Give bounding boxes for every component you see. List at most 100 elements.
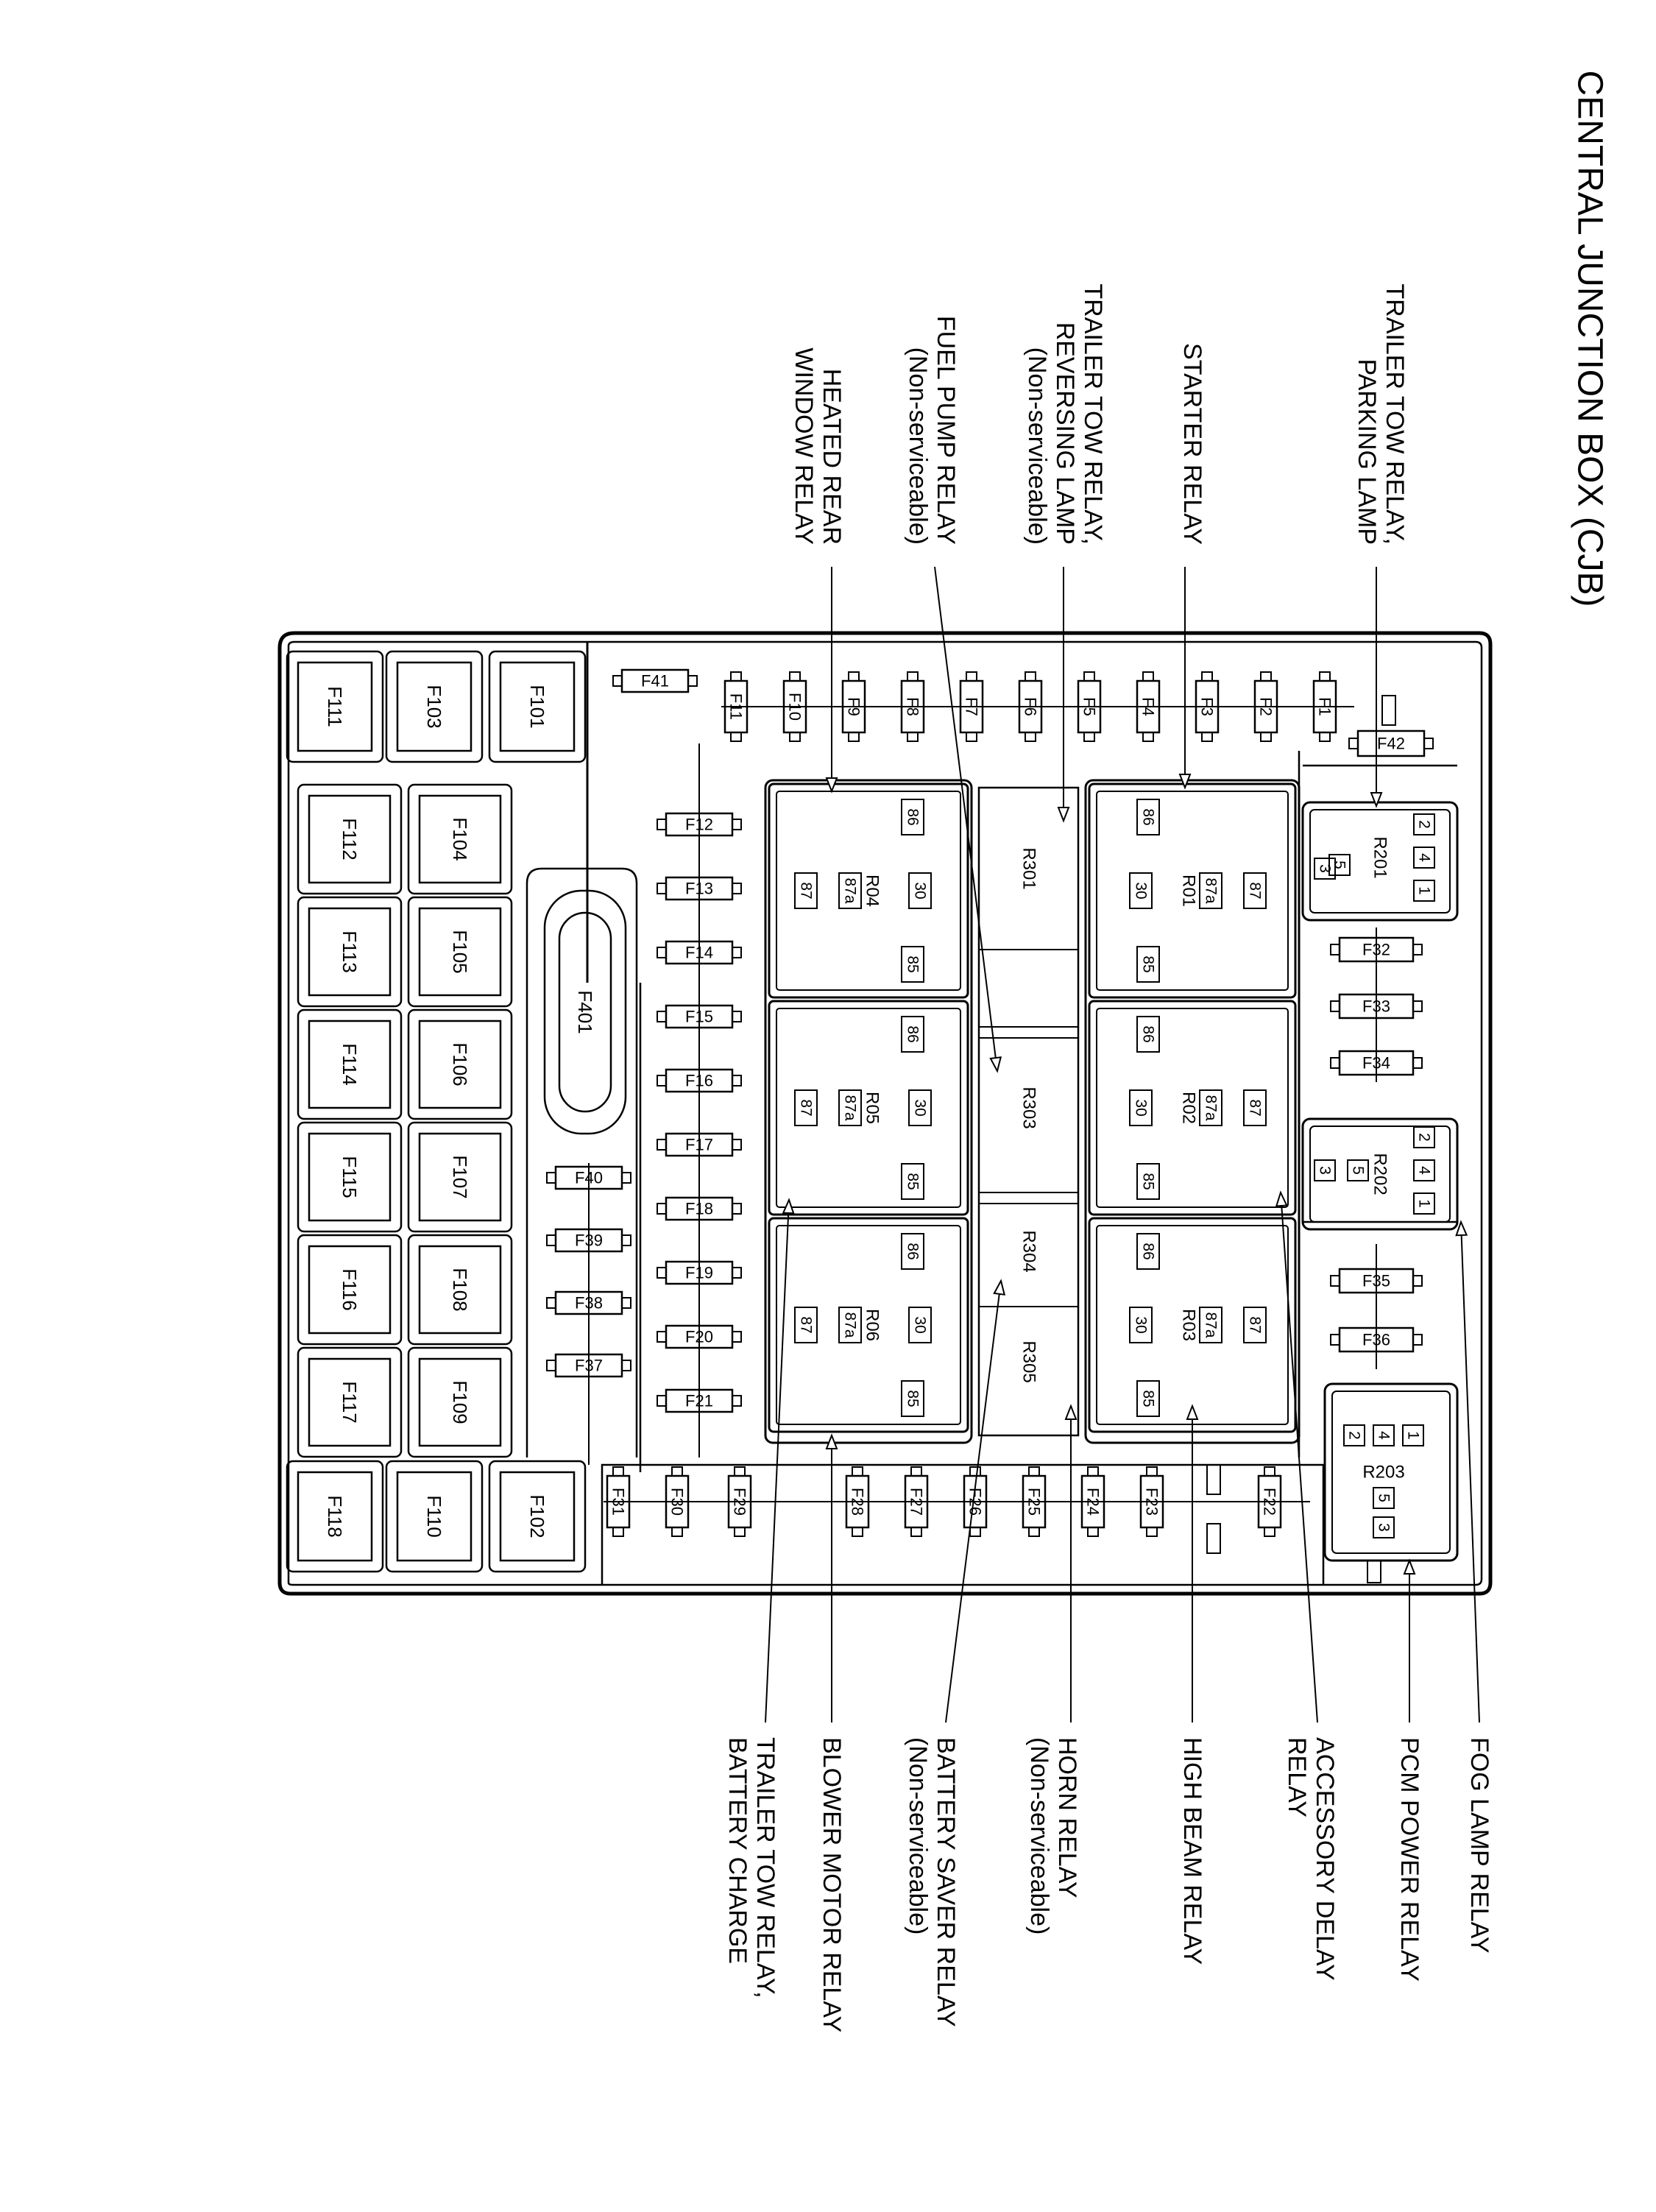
fuse-top-row-label: F4: [1139, 697, 1158, 716]
maxi-fuse: F102: [488, 1460, 587, 1573]
fuse-middle-column-pin: [657, 1139, 667, 1151]
mini-relay-body: [1331, 1391, 1451, 1554]
fuse-top-row-pin: [1142, 732, 1154, 742]
maxi-fuse-frame: [488, 650, 587, 763]
page-title: CENTRAL JUNCTION BOX (CJB): [1571, 71, 1610, 607]
maxi-fuse: F108: [407, 1234, 513, 1346]
maxi-fuse-frame: [407, 783, 513, 895]
maxi-fuse: F105: [407, 896, 513, 1008]
mini-relay-pin-label: 4: [1416, 1166, 1433, 1175]
relay-pin-box: [1129, 1089, 1153, 1126]
fuse-top-row-pin: [1201, 732, 1213, 742]
relay-pin-box: [901, 1380, 924, 1417]
fuse-middle-column-label: F13: [685, 880, 713, 898]
fuse-middle-column-label: F12: [685, 816, 713, 834]
fuse-right-upper-label: F34: [1362, 1054, 1390, 1073]
relay-pin-box: [1129, 1307, 1153, 1343]
callout-top-line: STARTER RELAY: [1178, 343, 1206, 545]
fuse-bottom-row: F23: [1139, 1466, 1164, 1537]
fuse-top-row: F6: [1018, 671, 1043, 742]
relay-pin-box: [1129, 872, 1153, 909]
fuse-right-upper-pin: [1330, 944, 1340, 955]
fuse-bottom-row-label: F23: [1143, 1488, 1161, 1516]
mega-fuse-body: [558, 911, 612, 1113]
fuse-top-row-pin: [907, 732, 919, 742]
fuse-top-row: F1: [1312, 671, 1337, 742]
callout-bottom-leader: [1460, 1221, 1480, 1723]
relay-pin-label: 86: [905, 1243, 921, 1259]
maxi-fuse: F107: [407, 1121, 513, 1233]
maxi-fuse-body: [308, 1132, 392, 1222]
callout-bottom-line: (Non-serviceable): [1025, 1737, 1053, 1934]
maxi-fuse-frame: [488, 1460, 587, 1573]
callout-top-line: TRAILER TOW RELAY,: [1381, 283, 1409, 545]
relay-pin-label: 85: [1140, 1173, 1157, 1190]
relay-pin-label: 86: [1140, 1243, 1157, 1259]
fuse-bottom-row-pin: [612, 1466, 624, 1477]
center-relay-label: R304: [1019, 1230, 1039, 1272]
fuse-f41-pin: [612, 675, 623, 687]
mini-relay-pin-label: 1: [1405, 1431, 1422, 1440]
callout-top-line: FUEL PUMP RELAY: [932, 316, 960, 545]
fuse-right-lower: F35: [1330, 1268, 1423, 1294]
relay-pin-label: 87: [798, 1099, 815, 1116]
maxi-fuse-body: [418, 1245, 502, 1335]
fuse-bottom-row-label: F22: [1261, 1488, 1279, 1516]
maxi-fuse-frame: [286, 1460, 384, 1573]
mini-relay-label: R202: [1370, 1153, 1390, 1195]
fuse-middle-column: F19: [657, 1260, 742, 1285]
relay-pin-box: [908, 1089, 932, 1126]
fuse-bottom-row-pin: [1087, 1466, 1099, 1477]
fuse-bottom-row-pin: [852, 1466, 863, 1477]
fuse-top-row: F3: [1195, 671, 1220, 742]
callout-bottom-leader: [1280, 1192, 1318, 1723]
callout-bottom-line: HORN RELAY: [1053, 1737, 1081, 1898]
relay-frame: [768, 1217, 969, 1433]
relay-frame: [1088, 1000, 1297, 1216]
f42-connector: [1381, 695, 1396, 726]
maxi-fuse-body: [418, 1020, 502, 1109]
callout-bottom-leader-arrowhead: [825, 1433, 838, 1449]
r203-connector: [1367, 1560, 1381, 1583]
callout-bottom-leader-arrowhead: [1064, 1404, 1078, 1420]
relay-pin-label: 87a: [842, 1095, 859, 1120]
fuse-right-upper-pin: [1412, 1057, 1423, 1069]
mini-relay-body: [1309, 1126, 1451, 1223]
callout-bottom-leader: [765, 1199, 790, 1723]
callout-bottom-line: BATTERY CHARGE: [723, 1737, 751, 1964]
maxi-fuse-label: F105: [449, 930, 471, 973]
mini-relay-pin-label: 2: [1346, 1431, 1363, 1440]
relay-pin-label: 85: [1140, 955, 1157, 972]
maxi-fuse-frame: [297, 896, 403, 1008]
mini-relay-pin-label: 1: [1416, 886, 1433, 895]
callout-top: STARTER RELAY: [1178, 343, 1206, 545]
callout-top-line: PARKING LAMP: [1353, 358, 1381, 545]
maxi-fuse-body: [499, 1471, 576, 1562]
maxi-fuse-body: [499, 661, 576, 752]
fuse-right-upper: F33: [1330, 993, 1423, 1020]
fuse-top-row-label: F3: [1198, 697, 1217, 716]
fuse-bottom-row: F28: [845, 1466, 870, 1537]
relay-label: R02: [1179, 1092, 1199, 1124]
maxi-fuse: F101: [488, 650, 587, 763]
relay-pin-label: 87a: [1203, 877, 1220, 903]
mini-relay-pin-box: [1373, 1487, 1395, 1509]
maxi-fuse-label: F113: [339, 930, 361, 972]
fuse-top-row-label: F1: [1316, 697, 1334, 716]
relay-pin-box: [1136, 1016, 1160, 1053]
relay-label: R01: [1179, 874, 1199, 907]
fuse-top-row-pin: [1319, 732, 1331, 742]
fuse-middle-column-label: F17: [685, 1136, 713, 1154]
callout-top-line: REVERSING LAMP: [1051, 322, 1079, 545]
left-relay-column-frame: [764, 779, 973, 1444]
relay-pin-label: 30: [1133, 1316, 1150, 1333]
fuse-right-lower-label: F36: [1362, 1331, 1390, 1349]
relay-pin-box: [901, 1016, 924, 1053]
maxi-fuse: F103: [385, 650, 484, 763]
fuse-top-row-label: F7: [963, 697, 981, 716]
maxi-fuse-frame: [297, 1346, 403, 1458]
maxi-fuse: F111: [286, 650, 384, 763]
fuse-top-row-pin: [1083, 732, 1095, 742]
relay-pin-label: 85: [905, 1390, 921, 1407]
